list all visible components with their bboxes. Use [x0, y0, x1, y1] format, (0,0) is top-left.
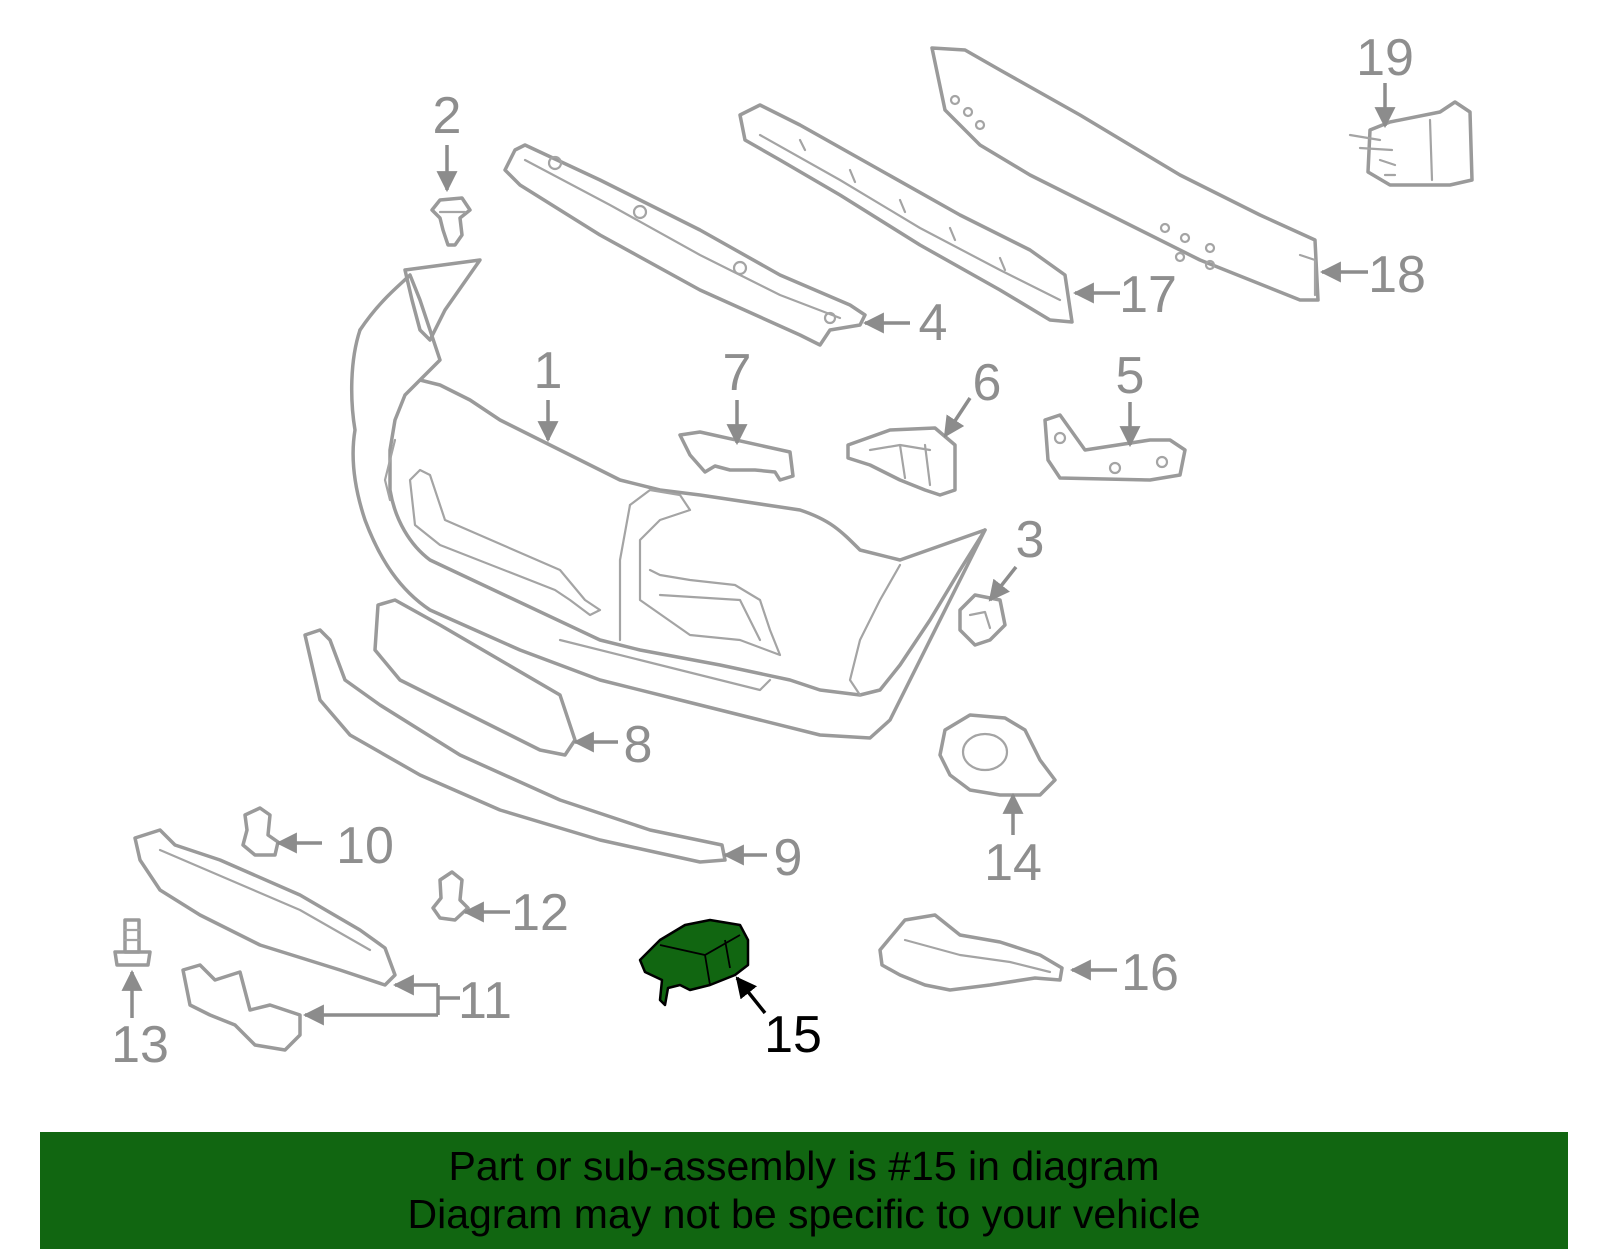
bracket-part-3: [958, 593, 1007, 647]
bracket-part-6: [846, 426, 957, 497]
label-12: 12: [511, 884, 569, 942]
label-16: 16: [1121, 944, 1179, 1002]
label-4: 4: [919, 294, 948, 352]
label-8: 8: [624, 716, 653, 774]
reinforcement-part-4: [503, 143, 867, 347]
bolt-part-13: [113, 918, 152, 967]
label-9: 9: [774, 829, 803, 887]
impact-bar-part-18: [930, 46, 1320, 302]
grille-part-8: [373, 598, 577, 757]
info-banner: Part or sub-assembly is #15 in diagram D…: [40, 1132, 1568, 1249]
label-3: 3: [1016, 511, 1045, 569]
label-15: 15: [764, 1006, 822, 1064]
label-10: 10: [336, 817, 394, 875]
clip-part-10: [241, 806, 280, 857]
banner-line-disclaimer: Diagram may not be specific to your vehi…: [407, 1191, 1201, 1237]
bracket-part-15-highlighted: [638, 918, 750, 1007]
mount-part-19: [1348, 100, 1474, 187]
label-5: 5: [1116, 347, 1145, 405]
label-18: 18: [1368, 246, 1426, 304]
shield-part-16: [878, 913, 1064, 992]
label-17: 17: [1119, 266, 1177, 324]
side-bracket-part-5: [1043, 413, 1187, 482]
label-1: 1: [534, 342, 563, 400]
label-19: 19: [1356, 29, 1414, 87]
label-6: 6: [973, 354, 1002, 412]
clip-part-12: [431, 870, 470, 922]
label-7: 7: [723, 344, 752, 402]
trim-strip-part-9: [303, 628, 727, 864]
label-2: 2: [433, 87, 462, 145]
fog-bezel-part-14: [938, 713, 1057, 797]
clip-part-2: [430, 196, 472, 247]
retainer-part-7: [678, 430, 795, 482]
leader-lines: [121, 83, 1396, 1026]
banner-line-part-number: Part or sub-assembly is #15 in diagram: [448, 1143, 1160, 1189]
label-11: 11: [458, 972, 512, 1030]
label-14: 14: [984, 834, 1042, 892]
label-13: 13: [111, 1016, 169, 1074]
absorber-part-17: [738, 103, 1074, 324]
bumper-cover-part: [350, 258, 987, 740]
